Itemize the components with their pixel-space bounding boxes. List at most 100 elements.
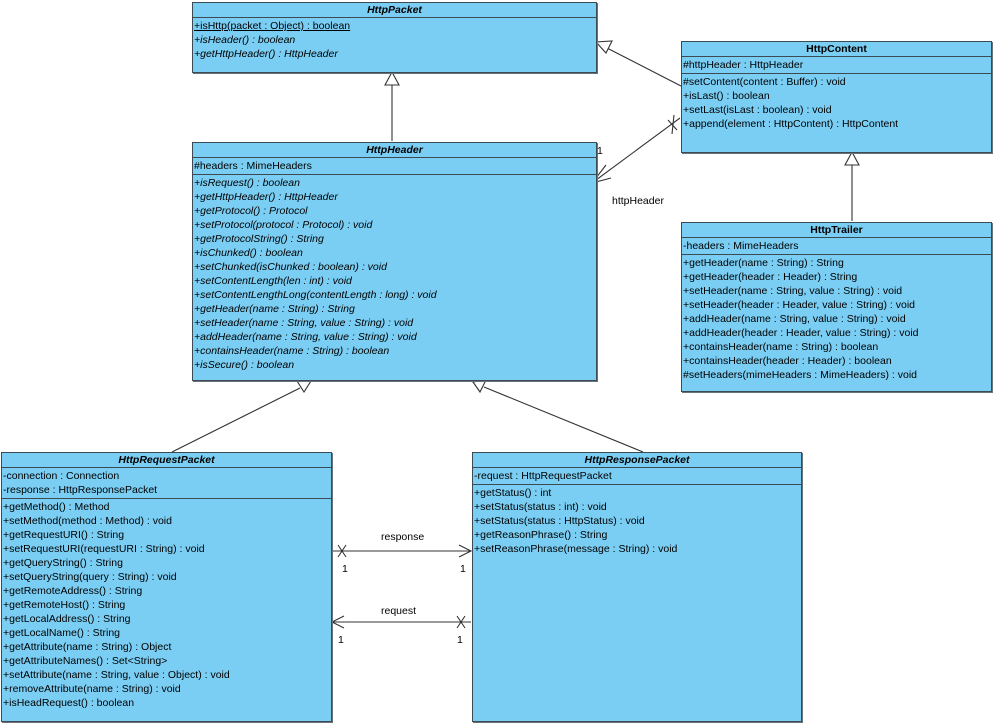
operation-row[interactable]: +setChunked(isChunked : boolean) : void: [194, 261, 387, 273]
attributes-compartment: -headers : MimeHeaders: [682, 238, 991, 255]
attributes-compartment: -connection : Connection -response : Http…: [2, 468, 331, 499]
operation-row[interactable]: +containsHeader(name : String) : boolean: [194, 345, 390, 357]
operation-row[interactable]: +getReasonPhrase() : String: [474, 529, 608, 541]
operation-row[interactable]: +isHeader() : boolean: [194, 34, 296, 46]
operation-row[interactable]: +isLast() : boolean: [683, 90, 770, 102]
operation-row[interactable]: +setProtocol(protocol : Protocol) : void: [194, 219, 373, 231]
operations-compartment: +isRequest() : boolean +getHttpHeader() :…: [193, 175, 596, 372]
operation-row[interactable]: +setLast(isLast : boolean) : void: [683, 104, 832, 116]
operations-compartment: #setContent(content : Buffer) : void +isL…: [682, 74, 991, 131]
operations-compartment: +getHeader(name : String) : String +getHe…: [682, 255, 991, 382]
operation-row[interactable]: +removeAttribute(name : String) : void: [3, 683, 181, 695]
operations-compartment: +getStatus() : int +setStatus(status : in…: [473, 485, 801, 556]
generalization-arrowhead: [844, 150, 860, 166]
class-httpcontent[interactable]: HttpContent #httpHeader : HttpHeader #setC…: [681, 41, 992, 153]
operation-row[interactable]: +setReasonPhrase(message : String) : voi…: [474, 543, 678, 555]
association-arrowhead: [330, 615, 345, 629]
operation-row[interactable]: +setHeader(name : String, value : String…: [683, 285, 903, 297]
operation-row[interactable]: +setRequestURI(requestURI : String) : vo…: [3, 543, 205, 555]
role-label-response: response: [381, 531, 425, 543]
operation-row[interactable]: +getRequestURI() : String: [3, 529, 125, 541]
operation-row[interactable]: +getHttpHeader() : HttpHeader: [194, 191, 338, 203]
operation-row[interactable]: +setStatus(status : HttpStatus) : void: [474, 515, 645, 527]
operation-row[interactable]: +getProtocolString() : String: [194, 233, 324, 245]
operation-row[interactable]: +getLocalAddress() : String: [3, 613, 131, 625]
operation-row[interactable]: +getRemoteHost() : String: [3, 599, 126, 611]
class-name: HttpTrailer: [682, 223, 991, 238]
generalization-arrowhead: [384, 70, 400, 86]
operation-row[interactable]: +isSecure() : boolean: [194, 359, 295, 371]
attribute-row[interactable]: -headers : MimeHeaders: [683, 240, 799, 252]
operation-row[interactable]: +getProtocol() : Protocol: [194, 205, 308, 217]
generalization-httpresponse-httpheader: [483, 386, 644, 453]
generalization-arrowhead: [295, 380, 313, 394]
operation-row[interactable]: +isHttp(packet : Object) : boolean: [194, 20, 351, 32]
class-name: HttpContent: [682, 42, 991, 57]
operation-row[interactable]: +append(element : HttpContent) : HttpCon…: [683, 118, 899, 130]
operation-row[interactable]: +getHeader(header : Header) : String: [683, 271, 858, 283]
operation-row[interactable]: +containsHeader(header : Header) : boole…: [683, 355, 892, 367]
role-label-request: request: [381, 605, 417, 617]
operation-row[interactable]: +getQueryString() : String: [3, 557, 123, 569]
operation-row[interactable]: +setQueryString(query : String) : void: [3, 571, 177, 583]
operation-row[interactable]: +getStatus() : int: [474, 487, 552, 499]
operation-row[interactable]: +getLocalName() : String: [3, 627, 121, 639]
attribute-row[interactable]: -request : HttpRequestPacket: [474, 470, 612, 482]
attribute-row[interactable]: #httpHeader : HttpHeader: [683, 59, 804, 71]
non-navigable-x: [671, 114, 675, 135]
multiplicity-label: 1: [457, 634, 463, 646]
generalization-arrowhead: [472, 379, 487, 394]
operation-row[interactable]: +getHeader(name : String) : String: [683, 257, 844, 269]
multiplicity-label: 1: [460, 563, 466, 575]
association-arrowhead: [458, 544, 473, 558]
operation-row[interactable]: +setContentLengthLong(contentLength : lo…: [194, 289, 437, 301]
operation-row[interactable]: +setHeader(header : Header, value : Stri…: [683, 299, 916, 311]
attribute-row[interactable]: #headers : MimeHeaders: [194, 160, 312, 172]
generalization-httprequest-httpheader: [171, 387, 301, 453]
operation-row[interactable]: +getMethod() : Method: [3, 501, 110, 513]
operation-row[interactable]: +getHttpHeader() : HttpHeader: [194, 48, 338, 60]
association-httpcontent-httpheader: [591, 117, 681, 184]
multiplicity-label: 1: [338, 634, 344, 646]
operation-row[interactable]: +setContentLength(len : int) : void: [194, 275, 352, 287]
generalization-httpcontent-httppacket: [604, 46, 682, 87]
operation-row[interactable]: #setHeaders(mimeHeaders : MimeHeaders) :…: [683, 369, 917, 381]
attributes-compartment: -request : HttpRequestPacket: [473, 468, 801, 485]
operation-row[interactable]: +addHeader(header : Header, value : Stri…: [683, 327, 919, 339]
operation-row[interactable]: +setMethod(method : Method) : void: [3, 515, 172, 527]
class-name: HttpPacket: [193, 3, 596, 18]
class-httptrailer[interactable]: HttpTrailer -headers : MimeHeaders +getHea…: [681, 222, 992, 392]
attribute-row[interactable]: -response : HttpResponsePacket: [3, 484, 158, 496]
operation-row[interactable]: +isHeadRequest() : boolean: [3, 697, 135, 709]
operation-row[interactable]: +isRequest() : boolean: [194, 177, 300, 189]
operation-row[interactable]: +addHeader(name : String, value : String…: [683, 313, 906, 325]
operations-compartment: +getMethod() : Method +setMethod(method :…: [2, 499, 331, 710]
generalization-arrowhead: [594, 40, 613, 54]
attributes-compartment: #httpHeader : HttpHeader: [682, 57, 991, 74]
multiplicity-label: 1: [597, 145, 603, 157]
operation-row[interactable]: +setHeader(name : String, value : String…: [194, 317, 414, 329]
multiplicity-label: 1: [342, 563, 348, 575]
class-httppacket[interactable]: HttpPacket+isHttp(packet : Object) : boo…: [192, 2, 597, 73]
operation-row[interactable]: +getAttributeNames() : Set<String>: [3, 655, 168, 667]
operation-row[interactable]: +getAttribute(name : String) : Object: [3, 641, 172, 653]
operation-row[interactable]: #setContent(content : Buffer) : void: [683, 76, 846, 88]
attributes-compartment: #headers : MimeHeaders: [193, 158, 596, 175]
operation-row[interactable]: +setStatus(status : int) : void: [474, 501, 607, 513]
non-navigable-x: [337, 544, 347, 558]
role-label-httpheader: httpHeader: [612, 195, 664, 207]
operation-row[interactable]: +containsHeader(name : String) : boolean: [683, 341, 879, 353]
operation-row[interactable]: +getHeader(name : String) : String: [194, 303, 355, 315]
attribute-row[interactable]: -connection : Connection: [3, 470, 120, 482]
class-httpresponsepacket[interactable]: HttpResponsePacket -request : HttpRequest…: [472, 452, 802, 722]
class-name: HttpResponsePacket: [473, 453, 801, 468]
operation-row[interactable]: +setAttribute(name : String, value : Obj…: [3, 669, 230, 681]
class-httprequestpacket[interactable]: HttpRequestPacket-connection : Connectio…: [1, 452, 332, 722]
class-httpheader[interactable]: HttpHeader#headers : MimeHeaders+isReque…: [192, 142, 597, 381]
operation-row[interactable]: +isChunked() : boolean: [194, 247, 303, 259]
operation-row[interactable]: +getRemoteAddress() : String: [3, 585, 143, 597]
operation-row[interactable]: +addHeader(name : String, value : String…: [194, 331, 417, 343]
class-name: HttpRequestPacket: [2, 453, 331, 468]
operations-compartment: +isHttp(packet : Object) : boolean +isHea…: [193, 18, 596, 61]
